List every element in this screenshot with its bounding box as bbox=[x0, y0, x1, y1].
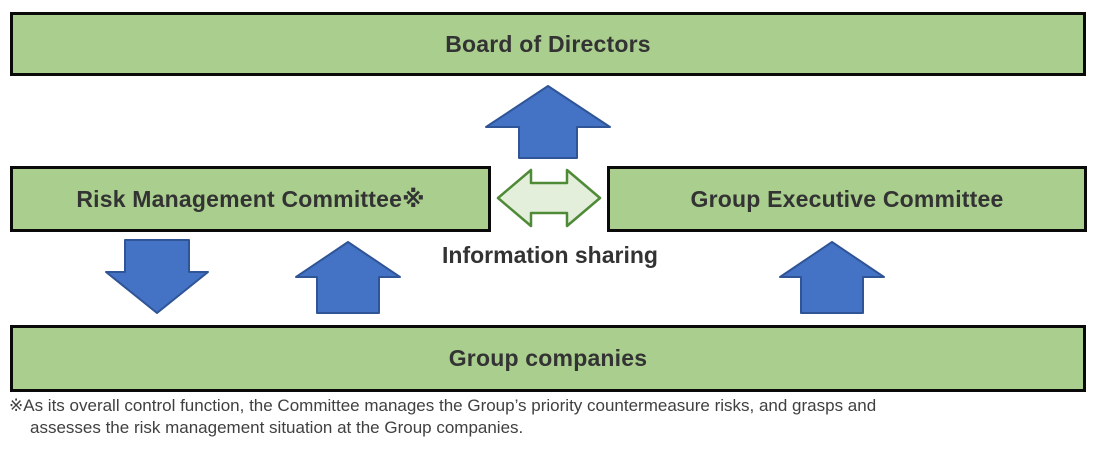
down-arrow-to-companies-icon bbox=[105, 239, 209, 314]
board-of-directors-label: Board of Directors bbox=[445, 30, 651, 57]
up-arrow-to-board-icon bbox=[485, 85, 611, 159]
footnote: ※As its overall control function, the Co… bbox=[9, 395, 1069, 439]
risk-management-committee-box: Risk Management Committee※ bbox=[10, 166, 491, 232]
group-executive-committee-label: Group Executive Committee bbox=[690, 185, 1004, 212]
up-arrow-from-companies-right-icon bbox=[779, 241, 885, 314]
group-companies-label: Group companies bbox=[448, 345, 648, 371]
double-arrow-information-sharing-icon bbox=[496, 168, 602, 228]
up-arrow-from-companies-left-icon bbox=[295, 241, 401, 314]
footnote-line-2: assesses the risk management situation a… bbox=[30, 418, 524, 437]
group-companies-box: Group companies bbox=[10, 325, 1086, 392]
footnote-line-1: ※As its overall control function, the Co… bbox=[9, 396, 877, 415]
board-of-directors-box: Board of Directors bbox=[10, 12, 1086, 76]
information-sharing-label: Information sharing bbox=[442, 242, 658, 268]
risk-management-committee-label: Risk Management Committee※ bbox=[76, 185, 425, 212]
group-executive-committee-box: Group Executive Committee bbox=[607, 166, 1087, 232]
